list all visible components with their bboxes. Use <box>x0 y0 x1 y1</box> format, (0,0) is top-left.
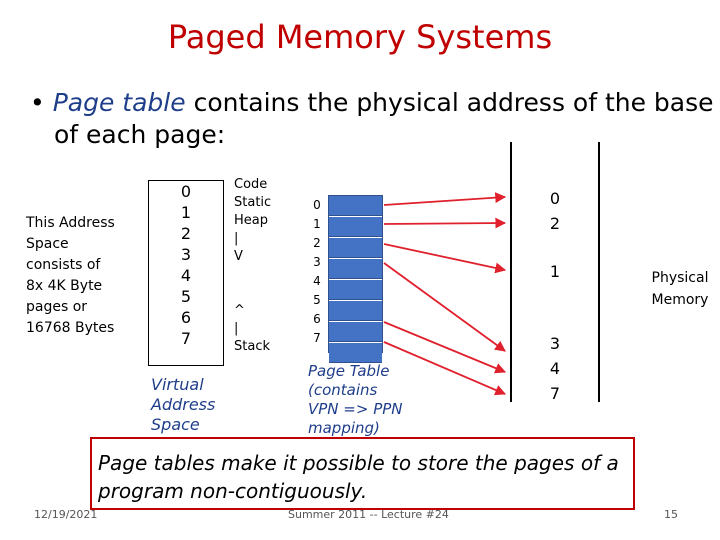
physical-memory-left-edge <box>510 142 512 402</box>
caption-line: Virtual <box>151 375 204 394</box>
page-table-entry <box>329 322 382 342</box>
physical-frame: 1 <box>549 262 561 281</box>
segment-label <box>234 284 294 302</box>
slide-title: Paged Memory Systems <box>167 18 553 56</box>
page-table-indices: 0 1 2 3 4 5 6 7 <box>308 196 326 348</box>
note-line: program non-contiguously. <box>98 479 368 503</box>
page-table-entry <box>329 343 382 363</box>
desc-line: 16768 Bytes <box>26 320 115 336</box>
virtual-page: 3 <box>180 245 192 264</box>
virtual-page: 6 <box>180 308 192 327</box>
caption-line: Space <box>151 415 200 434</box>
physical-frame: 4 <box>549 359 561 378</box>
caption-line: (contains <box>308 381 378 399</box>
virtual-page: 5 <box>180 287 192 306</box>
physical-frame: 7 <box>549 384 561 403</box>
page-table-index: 2 <box>313 236 321 250</box>
physical-frame: 2 <box>549 214 561 233</box>
page-table-entry <box>329 259 382 279</box>
page-table-index: 6 <box>313 312 321 326</box>
address-space-description: This Address Space consists of 8x 4K Byt… <box>26 213 131 339</box>
physical-memory-right-edge <box>598 142 600 402</box>
page-table-index: 7 <box>313 331 321 345</box>
segment-label: | <box>234 231 239 246</box>
page-table-entry <box>329 280 382 300</box>
mapping-arrow <box>383 243 507 274</box>
virtual-page: 0 <box>180 182 192 201</box>
note-line: Page tables make it possible to store th… <box>98 451 619 475</box>
bullet-text-line1: • Page table contains the physical addre… <box>30 88 714 117</box>
segment-label: Heap <box>234 213 268 228</box>
caption-line: VPN => PPN <box>308 400 403 418</box>
segment-label: | <box>234 321 239 336</box>
desc-line: consists of <box>26 257 101 273</box>
label-line: Physical <box>651 270 709 286</box>
segment-label <box>234 266 294 284</box>
mapping-arrow <box>383 262 506 352</box>
page-table-index: 0 <box>313 198 321 212</box>
page-table-index: 1 <box>313 217 321 231</box>
caption-line: Page Table <box>308 362 390 380</box>
segment-label: Stack <box>234 339 270 354</box>
physical-frame: 3 <box>549 334 561 353</box>
virtual-page: 4 <box>180 266 192 285</box>
desc-line: 8x 4K Byte <box>26 278 103 294</box>
segment-label: Code <box>234 177 268 192</box>
page-table-entry <box>329 301 382 321</box>
virtual-page: 1 <box>180 203 192 222</box>
segment-labels: Code Static Heap | V ^ | Stack <box>234 176 294 356</box>
footer-lecture: Summer 2011 -- Lecture #24 <box>288 508 449 521</box>
page-table-index: 4 <box>313 274 321 288</box>
page-table-index: 5 <box>313 293 321 307</box>
page-table-caption: Page Table (contains VPN => PPN mapping) <box>308 362 428 438</box>
bullet-text-line2: of each page: <box>54 120 226 149</box>
virtual-page: 2 <box>180 224 192 243</box>
page-table-entry <box>329 217 382 237</box>
virtual-address-space-box: 0 1 2 3 4 5 6 7 <box>148 180 224 366</box>
bullet-rest: contains the physical address of the bas… <box>185 88 714 117</box>
bullet-marker: • <box>30 88 45 117</box>
footer-page-number: 15 <box>664 508 678 521</box>
caption-line: Address <box>151 395 216 414</box>
segment-label: Static <box>234 195 272 210</box>
page-table-entry <box>329 238 382 258</box>
desc-line: pages or <box>26 299 88 315</box>
note-callout: Page tables make it possible to store th… <box>90 437 635 510</box>
bullet-emphasis: Page table <box>52 88 186 117</box>
footer-date: 12/19/2021 <box>34 508 98 521</box>
physical-memory-label: Physical Memory <box>640 267 720 311</box>
virtual-page: 7 <box>180 329 192 348</box>
mapping-arrow <box>383 192 507 206</box>
page-table-index: 3 <box>313 255 321 269</box>
physical-frame: 0 <box>549 189 561 208</box>
label-line: Memory <box>651 292 709 308</box>
page-table-entry <box>329 196 382 216</box>
physical-memory-column: 0 2 1 3 4 7 <box>510 142 600 403</box>
mapping-arrow <box>383 217 507 229</box>
caption-line: mapping) <box>308 419 380 437</box>
segment-label: ^ <box>234 303 245 318</box>
virtual-address-space-caption: Virtual Address Space <box>151 375 231 435</box>
desc-line: This Address <box>26 215 115 231</box>
segment-label: V <box>234 249 243 264</box>
desc-line: Space <box>26 236 69 252</box>
page-table-box <box>328 195 383 363</box>
